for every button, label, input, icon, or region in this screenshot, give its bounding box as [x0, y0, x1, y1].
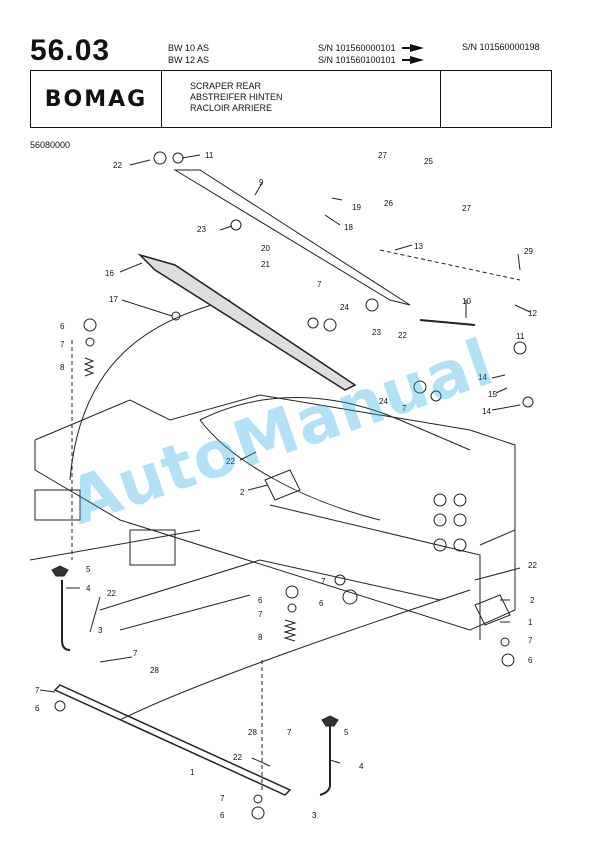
serial-end: S/N 101560000198	[462, 42, 540, 52]
callout: 17	[109, 295, 118, 304]
callout: 13	[414, 242, 423, 251]
callout: 6	[528, 656, 533, 665]
callout: 22	[226, 457, 235, 466]
serial-row-1: S/N 101560000101	[318, 42, 424, 54]
callout: 11	[205, 151, 214, 160]
model-bw10: BW 10 AS	[168, 43, 210, 53]
callout: 6	[220, 811, 225, 820]
callout: 5	[344, 728, 349, 737]
exploded-parts-diagram: 22 11 9 27 25 26 27 19 18 23 13 20 21 16…	[29, 151, 537, 820]
callout: 1	[528, 618, 533, 627]
callout: 5	[86, 565, 91, 574]
callout-labels: 22 11 9 27 25 26 27 19 18 23 13 20 21 16…	[35, 151, 537, 820]
document-id: 56080000	[30, 140, 71, 150]
callout: 4	[359, 762, 364, 771]
title-box: BOMAG SCRAPER REAR ABSTREIFER HINTEN RAC…	[30, 70, 552, 128]
callout: 6	[319, 599, 324, 608]
callout: 24	[379, 397, 388, 406]
callout: 25	[424, 157, 433, 166]
model-bw12: BW 12 AS	[168, 55, 210, 65]
serial-row-2: S/N 101560100101	[318, 54, 424, 66]
logo-cell: BOMAG	[31, 71, 162, 127]
callout: 7	[528, 636, 533, 645]
callout: 7	[402, 404, 407, 413]
callout: 23	[372, 328, 381, 337]
callout: 2	[240, 488, 245, 497]
callout: 27	[378, 151, 387, 160]
callout: 7	[35, 686, 40, 695]
arrow-right-icon	[401, 56, 424, 64]
description-en: SCRAPER REAR	[190, 81, 262, 91]
callout: 2	[530, 596, 535, 605]
callout: 12	[528, 309, 537, 318]
callout: 8	[258, 633, 263, 642]
callout: 7	[60, 340, 65, 349]
description-fr: RACLOIR ARRIERE	[190, 103, 273, 113]
callout: 22	[107, 589, 116, 598]
callout: 1	[190, 768, 195, 777]
callout: 4	[86, 584, 91, 593]
callout: 22	[113, 161, 122, 170]
callout: 11	[516, 332, 525, 341]
callout: 29	[524, 247, 533, 256]
callout: 7	[287, 728, 292, 737]
callout: 28	[150, 666, 159, 675]
callout: 7	[133, 649, 138, 658]
callout: 20	[261, 244, 270, 253]
callout: 22	[233, 753, 242, 762]
callout: 22	[528, 561, 537, 570]
serial-start-2: S/N 101560100101	[318, 55, 396, 65]
callout: 3	[98, 626, 103, 635]
callout: 7	[317, 280, 322, 289]
arrow-right-icon	[401, 44, 424, 52]
callout: 16	[105, 269, 114, 278]
callout: 26	[384, 199, 393, 208]
callout: 18	[344, 223, 353, 232]
callout: 6	[258, 596, 263, 605]
callout: 10	[462, 297, 471, 306]
callout: 22	[398, 331, 407, 340]
serial-list: S/N 101560000101 S/N 101560100101	[318, 42, 424, 66]
callout: 14	[482, 407, 491, 416]
model-list: BW 10 AS BW 12 AS	[168, 42, 209, 66]
callout: 23	[197, 225, 206, 234]
serial-start-1: S/N 101560000101	[318, 43, 396, 53]
callout: 14	[478, 373, 487, 382]
callout: 21	[261, 260, 270, 269]
description-cell: SCRAPER REAR ABSTREIFER HINTEN RACLOIR A…	[162, 71, 441, 127]
callout: 9	[259, 178, 264, 187]
brand-logo: BOMAG	[44, 86, 148, 112]
callout: 24	[340, 303, 349, 312]
callout: 7	[220, 794, 225, 803]
description-de: ABSTREIFER HINTEN	[190, 92, 283, 102]
callout: 7	[321, 577, 326, 586]
callout: 3	[312, 811, 317, 820]
callout: 27	[462, 204, 471, 213]
callout: 7	[258, 610, 263, 619]
callout: 6	[60, 322, 65, 331]
callout: 8	[60, 363, 65, 372]
callout: 28	[248, 728, 257, 737]
callout: 19	[352, 203, 361, 212]
page-number: 56.03	[30, 34, 111, 67]
callout: 6	[35, 704, 40, 713]
callout: 15	[488, 390, 497, 399]
